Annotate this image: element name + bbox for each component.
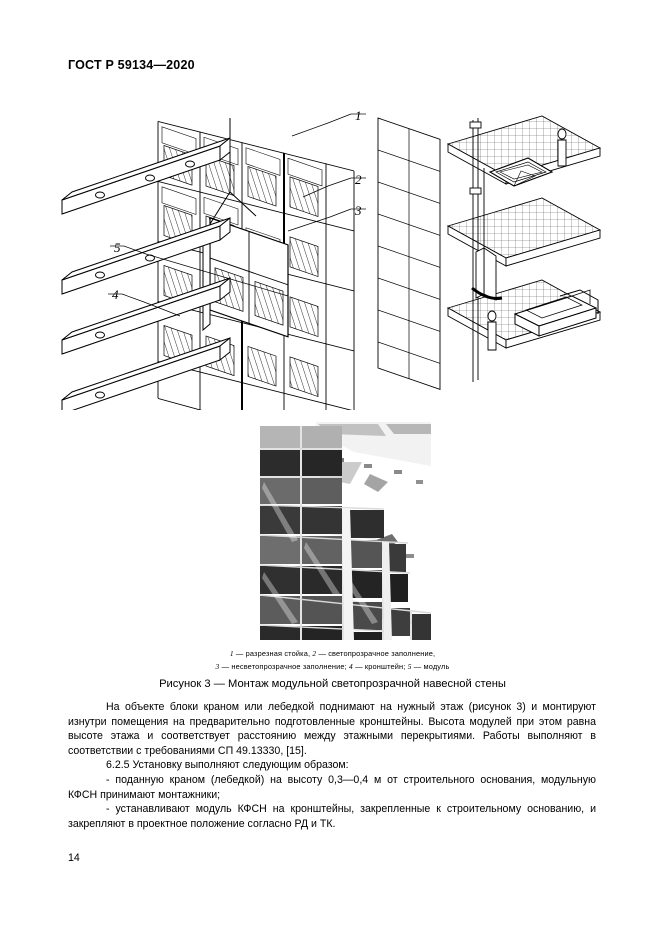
panel-on-top-floor <box>488 157 554 187</box>
figure-technical-drawing: 1 2 3 4 5 <box>60 100 605 410</box>
legend-num-2: 2 <box>312 649 317 658</box>
hoisted-panel <box>471 168 503 301</box>
paragraph-bullet-module-mount: - устанавливают модуль КФСН на кронштейн… <box>68 803 596 830</box>
callout-label-5: 5 <box>114 240 121 255</box>
bracket-beams <box>61 136 231 410</box>
figure-photograph <box>258 422 431 640</box>
legend-text-3: — несветопрозрачное заполнение; <box>219 661 350 671</box>
hoist-mast <box>469 118 482 382</box>
legend-text-2: — светопрозрачное заполнение, <box>316 649 436 658</box>
legend-text-1: — разрезная стойка, <box>233 649 313 658</box>
legend-num-3: 3 <box>215 661 220 671</box>
isometric-drawing-svg <box>61 113 602 410</box>
body-text-block: На объекте блоки краном или лебедкой под… <box>68 700 596 831</box>
crane-sling <box>209 118 257 225</box>
panel-stack-bottom-floor <box>513 289 599 337</box>
worker-figure-lower <box>487 310 497 351</box>
callout-label-2: 2 <box>355 172 362 187</box>
legend-num-5: 5 <box>407 661 412 671</box>
callout-leader-lines <box>121 113 352 317</box>
paragraph-installation-overview: На объекте блоки краном или лебедкой под… <box>68 701 596 757</box>
callout-label-4: 4 <box>112 287 119 302</box>
paragraph-clause-6-2-5: 6.2.5 Установку выполняют следующим обра… <box>106 759 349 772</box>
callout-label-3: 3 <box>355 203 362 218</box>
left-curtain-wall-assembly <box>61 113 366 410</box>
figure-legend-line-2: 3 — несветопрозрачное заполнение; 4 — кр… <box>60 661 605 674</box>
worker-figure-upper <box>557 128 567 167</box>
figure-caption: Рисунок 3 — Монтаж модульной светопрозра… <box>159 678 506 690</box>
legend-text-5: — модуль <box>411 661 450 671</box>
figure-legend-line-1: 1 — разрезная стойка, 2 — светопрозрачно… <box>60 648 605 661</box>
figure-3: 1 2 3 4 5 <box>60 100 605 700</box>
legend-text-4: — кронштейн; <box>352 661 408 671</box>
legend-num-4: 4 <box>349 661 353 671</box>
paragraph-bullet-crane-lift: - поданную краном (лебедкой) на высоту 0… <box>68 773 596 801</box>
callout-label-1: 1 <box>355 108 362 123</box>
legend-num-1: 1 <box>229 649 234 658</box>
document-header-standard-number: ГОСТ Р 59134—2020 <box>68 58 195 72</box>
figure-legend: 1 — разрезная стойка, 2 — светопрозрачно… <box>60 648 605 673</box>
facade-photo-svg <box>258 422 431 640</box>
right-building-section-assembly <box>377 115 602 390</box>
page-number: 14 <box>68 852 80 864</box>
